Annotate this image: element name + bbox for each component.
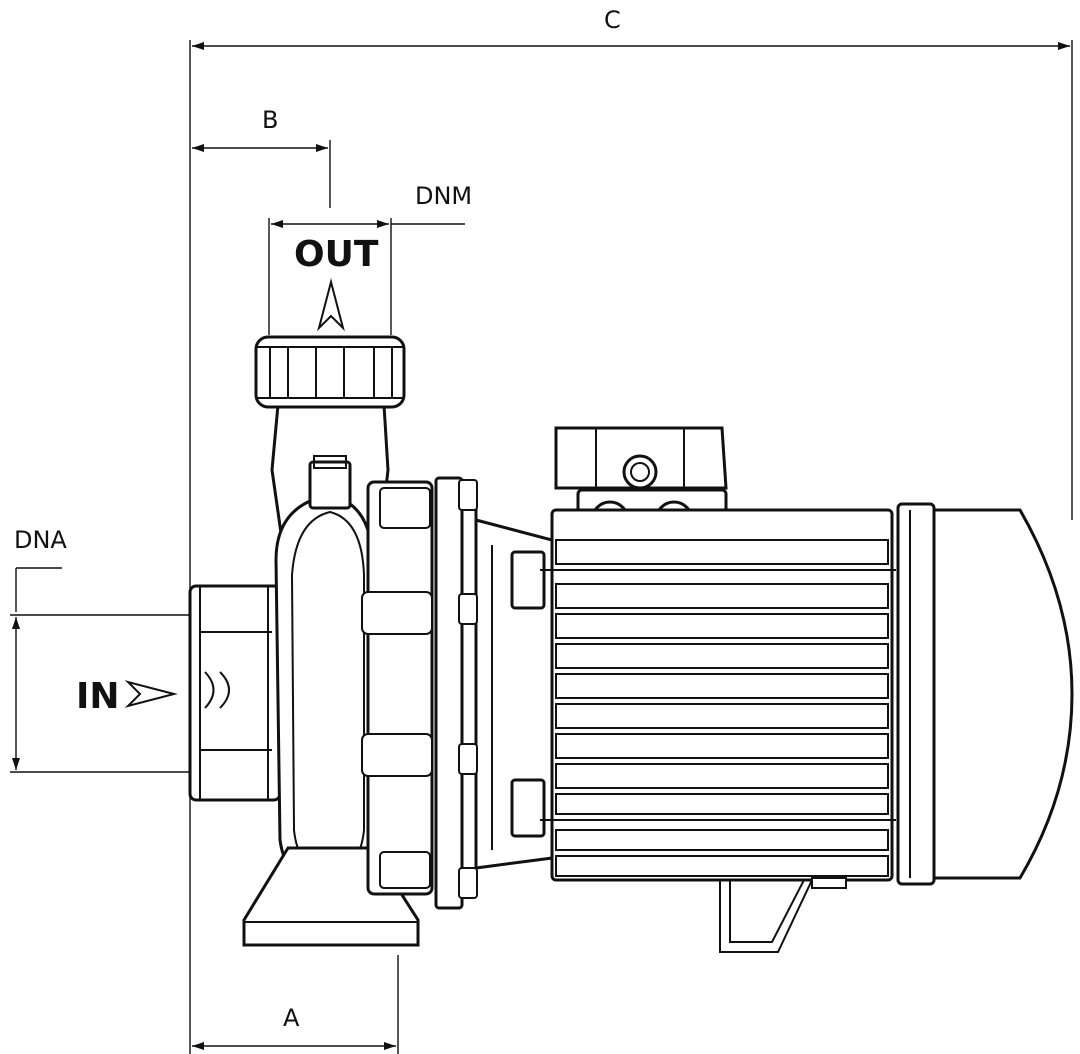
outlet-arrow-icon: [317, 278, 345, 332]
pump-head: [188, 335, 434, 947]
dimension-a: A: [192, 955, 399, 1054]
cooling-fins: [555, 539, 889, 877]
dimension-b: B: [192, 106, 331, 208]
outlet-flow-indicator: OUT: [294, 234, 379, 332]
dim-b-label: B: [262, 106, 278, 134]
dim-c-label: C: [604, 6, 621, 34]
outlet-label: OUT: [294, 234, 379, 275]
dimension-dna: DNA: [10, 526, 190, 773]
electric-motor: [540, 426, 1074, 953]
inlet-arrow-icon: [124, 680, 178, 708]
dim-a-label: A: [283, 1004, 300, 1032]
inlet-flow-indicator: IN: [76, 676, 178, 717]
motor-bracket: [434, 476, 554, 910]
dimension-c: C: [189, 6, 1073, 1054]
dim-dnm-label: DNM: [415, 182, 472, 210]
inlet-label: IN: [76, 676, 120, 717]
dimension-dnm: DNM: [268, 182, 472, 335]
dim-dna-label: DNA: [14, 526, 67, 554]
